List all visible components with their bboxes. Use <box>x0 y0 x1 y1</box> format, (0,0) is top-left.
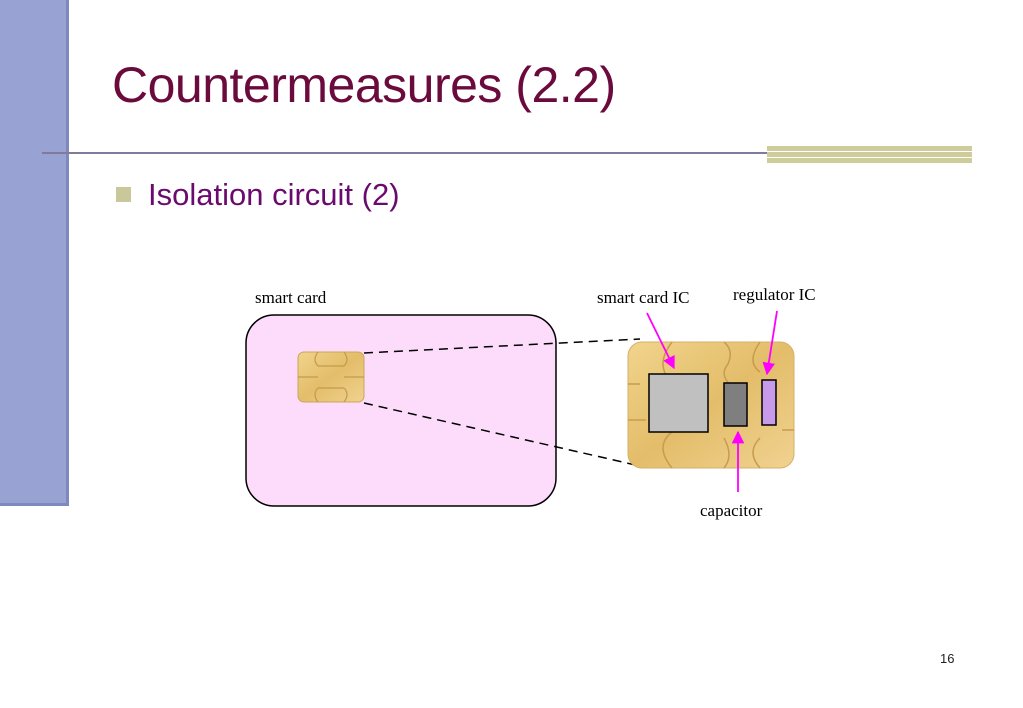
zoom-line-top <box>363 338 641 354</box>
accent-stripes <box>767 146 972 163</box>
bullet-square-icon <box>116 187 131 202</box>
label-smart-card-ic: smart card IC <box>597 288 690 307</box>
capacitor-block <box>723 382 748 427</box>
bullet-text: Isolation circuit (2) <box>148 177 400 212</box>
page-number: 16 <box>940 651 955 666</box>
smart-card-ic-block <box>648 373 709 433</box>
slide-title: Countermeasures (2.2) <box>112 57 616 113</box>
title-divider <box>42 152 972 154</box>
zoom-line-bottom <box>363 402 641 467</box>
smart-card-body <box>245 314 557 507</box>
label-capacitor: capacitor <box>700 501 763 520</box>
card-chip-icon <box>297 351 365 403</box>
arrow-smart-card-ic <box>646 312 675 370</box>
arrow-regulator-ic <box>762 310 778 376</box>
label-smart-card: smart card <box>255 288 327 307</box>
side-bar <box>0 0 69 506</box>
label-regulator-ic: regulator IC <box>733 285 816 304</box>
regulator-ic-block <box>761 379 777 426</box>
